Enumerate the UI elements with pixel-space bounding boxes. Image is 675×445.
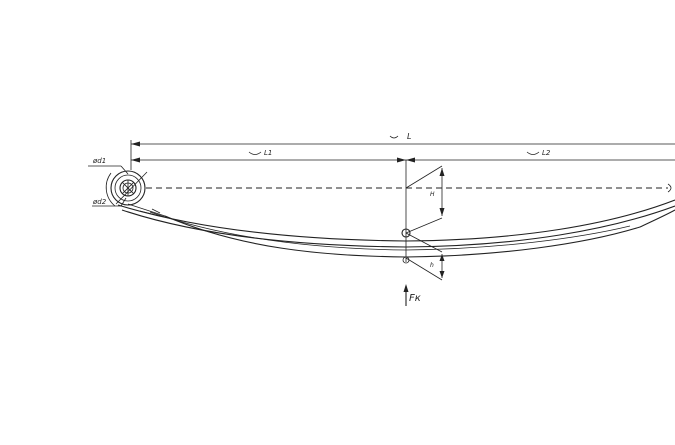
dimension-camber-lower: h (405, 232, 445, 281)
label-camber-upper: H (430, 191, 435, 198)
dimension-left-length: L1 (131, 149, 406, 163)
label-camber-lower: h (430, 262, 434, 269)
label-right-length: L2 (542, 149, 551, 157)
label-total-length: L (407, 132, 411, 141)
label-eye-dia-outer: ød1 (92, 157, 106, 165)
label-left-length: L1 (264, 149, 272, 157)
label-eye-dia-inner: ød2 (92, 198, 107, 206)
dimension-total-length: L (130, 132, 675, 170)
load-arrow: Fк (403, 284, 421, 306)
dimension-camber-upper: H (405, 165, 445, 234)
dimension-right-length: L2 (406, 149, 675, 163)
spring-eye-left (105, 170, 148, 207)
spring-leaves (117, 199, 675, 258)
label-load: Fк (409, 293, 421, 304)
eye-diameter-callouts: ød1 ød2 (88, 157, 129, 207)
center-bolt (401, 160, 411, 264)
